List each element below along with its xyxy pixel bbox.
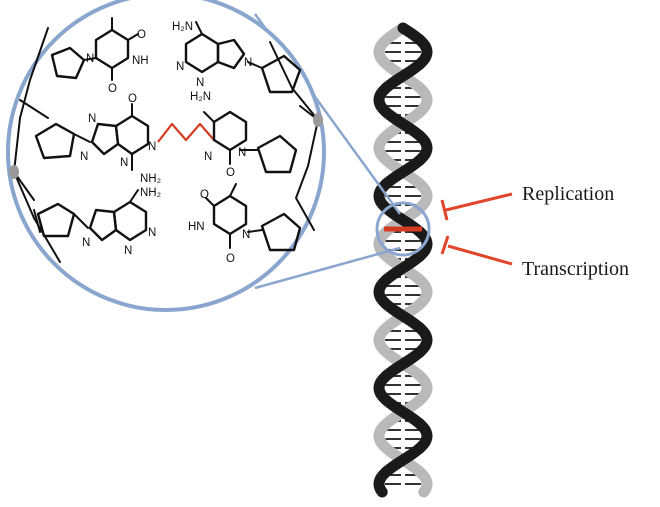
atom-label: O	[226, 167, 235, 179]
atom-label: N	[80, 151, 88, 163]
phosphate-node-left	[9, 165, 19, 179]
atom-label: HN	[188, 221, 205, 233]
magnifier	[6, 0, 431, 312]
adenine-base-top: H₂N N N N	[172, 21, 252, 89]
sugar-rings	[34, 46, 302, 252]
atom-label: O	[128, 93, 137, 105]
magnifier-connector-bottom	[254, 246, 401, 290]
magnified-region-marker	[375, 201, 431, 257]
atom-label: N	[244, 57, 252, 69]
atom-label: N	[148, 227, 156, 239]
atom-label: N	[196, 77, 204, 89]
guanine-base: N N O N N NH₂	[80, 93, 161, 185]
sugar-base-bonds	[73, 57, 263, 233]
phosphate-node-right	[313, 113, 323, 127]
atom-label: H₂N	[190, 91, 211, 103]
atom-label: O	[200, 189, 209, 201]
transcription-inhibitor: Transcription	[440, 235, 629, 280]
atom-label: NH	[132, 55, 149, 67]
replication-inhibitor-bar	[440, 199, 449, 221]
atom-label: N	[238, 147, 246, 159]
atom-label: N	[204, 151, 212, 163]
atom-label: N	[82, 237, 90, 249]
replication-inhibitor: Replication	[440, 183, 614, 221]
atom-label: NH₂	[140, 187, 161, 199]
atom-label: O	[108, 83, 117, 95]
transcription-inhibitor-line	[447, 244, 513, 266]
atom-label: N	[86, 53, 94, 65]
dna-double-helix	[373, 22, 433, 498]
thymine-base-top: O NH O N	[86, 17, 149, 95]
left-backbone	[9, 27, 61, 263]
interstrand-crosslink	[157, 122, 215, 143]
transcription-inhibitor-bar	[440, 235, 450, 255]
adenine-base-bottom: N NH₂ N N	[82, 187, 161, 257]
magnifier-lens	[6, 0, 326, 312]
atom-label: H₂N	[172, 21, 193, 33]
thymine-base-bottom: O HN O N	[188, 183, 250, 265]
atom-label: N	[242, 229, 250, 241]
atom-label: N	[148, 141, 156, 153]
replication-label: Replication	[522, 183, 614, 205]
atom-label: N	[124, 245, 132, 257]
right-backbone	[269, 41, 323, 231]
replication-inhibitor-line	[445, 192, 513, 212]
atom-label: N	[88, 113, 96, 125]
cytosine-base: H₂N N N O	[190, 91, 248, 179]
atom-label: NH₂	[140, 173, 161, 185]
dna-strand-dark	[373, 22, 433, 498]
atom-label: N	[120, 157, 128, 169]
atom-label: O	[226, 253, 235, 265]
transcription-label: Transcription	[522, 258, 629, 280]
atom-label: N	[176, 61, 184, 73]
atom-label: O	[137, 29, 146, 41]
crosslinked-base-pairs: O NH O N N N O N N NH₂ N NH₂ N	[9, 17, 323, 265]
